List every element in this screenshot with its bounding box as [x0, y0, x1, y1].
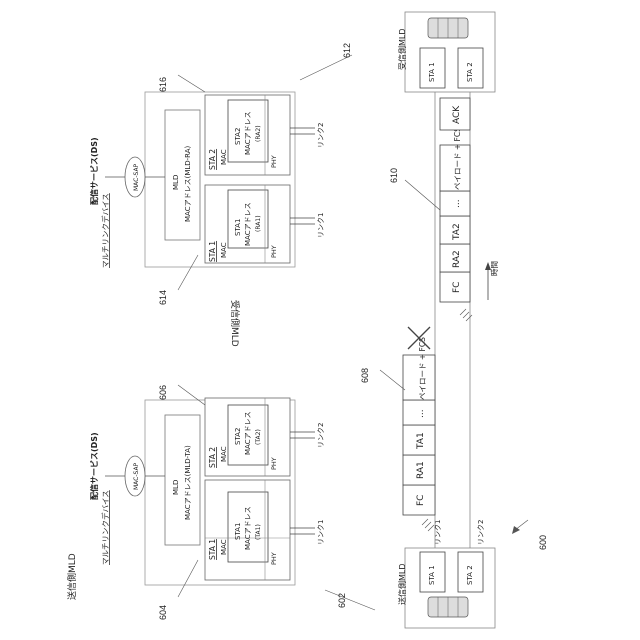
rx-sta1-id: (RA1) [255, 215, 262, 232]
tx-node: STA 1 STA 2 送信側MLD リンク1 リンク2 [397, 520, 495, 628]
tx-sta1-sta: STA1 [234, 523, 242, 540]
tx-title: 送信側MLD [66, 553, 78, 600]
rx-sta2-phy: PHY [270, 155, 278, 168]
rx-sta2-link: リンク2 [317, 123, 325, 148]
rx-mld-inner-box [165, 110, 200, 240]
tx-sta2-sta: STA2 [234, 428, 242, 445]
tx-sta2-addr: MACアドレス [244, 411, 252, 455]
rx-mld-label: マルチリンクデバイス [100, 193, 110, 268]
rx-sta1-mac: MAC [220, 242, 228, 258]
frame-610-ellipsis-label: ... [452, 199, 462, 208]
ack-label: ACK [452, 105, 462, 124]
figure-number: 600 [538, 535, 548, 550]
rx-sta1-addr: MACアドレス [244, 202, 252, 246]
rx-node-sta1-label: STA 1 [428, 62, 436, 82]
rx-sta1-name: STA 1 [208, 241, 217, 262]
ref-604: 604 [158, 605, 168, 620]
ref-610: 610 [389, 168, 399, 183]
tx-node-sta2-label: STA 2 [466, 565, 474, 585]
rx-sta1-sta: STA1 [234, 219, 242, 236]
tx-sta2-name: STA 2 [208, 447, 217, 468]
rx-ds-label: 配信サービス(DS) [89, 137, 99, 205]
tx-sta1-phy: PHY [270, 552, 278, 565]
ref-616: 616 [158, 77, 168, 92]
rx-node-database-icon [428, 18, 468, 38]
rx-title: 受信側MLD [229, 300, 241, 347]
ref-606: 606 [158, 385, 168, 400]
rx-mld-detail: 受信側MLD マルチリンクデバイス 配信サービス(DS) MAC-SAP MLD… [89, 92, 325, 347]
tx-sta2-id: (TA2) [255, 429, 262, 445]
rx-sta2-mac: MAC [220, 149, 228, 165]
frame-610-fc-label: FC [452, 282, 462, 293]
rx-sta2-id: (RA2) [255, 125, 262, 142]
rx-node-title: 受信側MLD [397, 28, 407, 70]
tx-node-database-icon [428, 597, 468, 617]
rx-sap-label: MAC-SAP [133, 163, 140, 191]
frame-608-payload-label: ペイロード + FCS [418, 337, 427, 400]
tx-sta1-name: STA 1 [208, 539, 217, 560]
rx-sta1-link: リンク1 [317, 213, 325, 238]
ref-614: 614 [158, 290, 168, 305]
rx-node-sta2-label: STA 2 [466, 62, 474, 82]
frame-608: FC RA1 TA1 ... ペイロード + FCS [403, 327, 435, 515]
rx-sta2-name: STA 2 [208, 149, 217, 170]
tx-mld-inner-box [165, 415, 200, 545]
tx-node-sta1-label: STA 1 [428, 565, 436, 585]
rx-sta2-addr: MACアドレス [244, 111, 252, 155]
frame-610: FC RA2 TA2 ... ペイロード + FCS [440, 127, 470, 302]
tx-mld-text: MLD [172, 480, 180, 495]
tx-sta2-mac: MAC [220, 446, 228, 462]
frame-608-ra1-label: RA1 [416, 461, 426, 479]
tx-sta2-phy: PHY [270, 457, 278, 470]
tx-sta1-addr: MACアドレス [244, 506, 252, 550]
ref-608: 608 [360, 368, 370, 383]
time-arrow: 時間 [485, 261, 499, 300]
rx-sta1-phy: PHY [270, 245, 278, 258]
tx-rotated-labels: 送信側MLD [66, 553, 78, 600]
rx-sta2-sta: STA2 [234, 128, 242, 145]
frame-608-ellipsis-label: ... [416, 409, 426, 418]
tx-sta1-link: リンク1 [317, 520, 325, 545]
time-label: 時間 [490, 261, 499, 276]
frame-610-ra2-label: RA2 [452, 250, 462, 268]
rx-mld-text: MLD [172, 175, 180, 190]
frame-608-fc-label: FC [416, 495, 426, 506]
ref-612: 612 [342, 43, 352, 58]
tx-sta1-id: (TA1) [255, 524, 262, 540]
tx-node-title: 送信側MLD [397, 563, 407, 605]
frame-610-ta2-label: TA2 [452, 223, 462, 241]
tx-sta1-mac: MAC [220, 539, 228, 555]
rx-mld-address: MACアドレス(MLD-RA) [184, 145, 192, 222]
tx-mld-detail: 送信側MLD マルチリンクデバイス 配信サービス(DS) MAC-SAP MLD… [66, 398, 325, 600]
tx-mld-label: マルチリンクデバイス [100, 490, 110, 565]
tx-mld-address: MACアドレス(MLD-TA) [184, 445, 192, 520]
ref-602: 602 [337, 593, 347, 608]
tx-sap-label: MAC-SAP [133, 462, 140, 490]
rx-node: STA 1 STA 2 受信側MLD [397, 12, 495, 92]
tx-ds-label: 配信サービス(DS) [89, 432, 99, 500]
frame-610-payload-label: ペイロード + FCS [453, 127, 462, 190]
tx-sta2-link: リンク2 [317, 423, 325, 448]
tx-node-link2: リンク2 [477, 520, 485, 545]
frame-608-ta1-label: TA1 [416, 432, 426, 450]
